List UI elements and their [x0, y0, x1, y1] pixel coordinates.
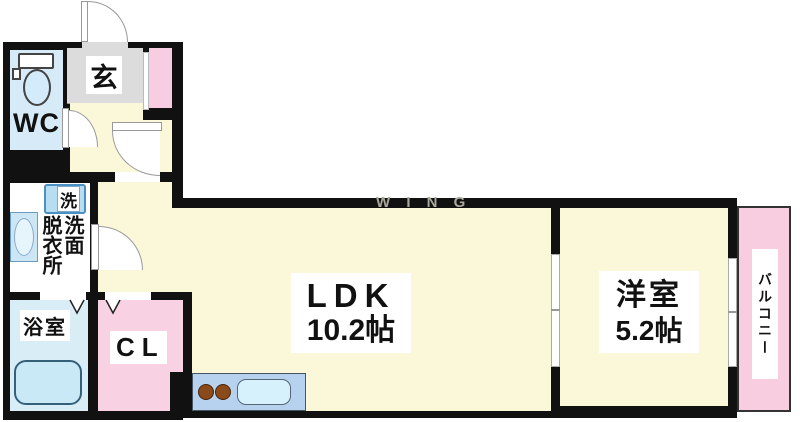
genkan-label-box: 玄 — [86, 56, 122, 94]
balcony-window-midline — [728, 311, 737, 313]
washroom-label-right-column: 洗面 — [61, 215, 83, 255]
closet-label: CL — [116, 332, 165, 362]
bathroom-label-box: 浴室 — [20, 310, 70, 341]
washroom-door-leaf — [91, 224, 99, 270]
ldk-area-label: 10.2帖 — [306, 314, 396, 347]
closet-door-opening — [105, 292, 151, 300]
shoe-cabinet — [149, 48, 172, 108]
sliding-door-western-midline — [551, 309, 560, 311]
folding-door-marker-closet — [105, 299, 121, 315]
balcony-label: バルコニー — [757, 271, 773, 357]
bathroom-label: 浴室 — [23, 317, 67, 339]
stove-burner-icon-1 — [198, 384, 214, 400]
toilet-tank-icon — [18, 53, 54, 69]
wc-door-leaf — [62, 108, 69, 148]
closet-label-box: CL — [110, 331, 167, 364]
western-room-label-box: 洋室 5.2帖 — [599, 271, 699, 353]
shoe-cabinet-door-strip — [143, 52, 149, 110]
washing-machine-label: 洗 — [60, 191, 77, 211]
washroom-label-left-column: 脱衣所 — [39, 215, 61, 275]
ldk-label: LDK — [306, 277, 396, 314]
western-room-area-label: 5.2帖 — [615, 314, 683, 346]
ldk-label-box: LDK 10.2帖 — [291, 273, 411, 353]
bathtub-icon — [14, 360, 82, 405]
hall-door-leaf — [112, 122, 162, 131]
balcony-label-box: バルコニー — [752, 249, 778, 379]
folding-door-marker-bathroom — [69, 299, 85, 315]
genkan-label: 玄 — [90, 62, 118, 93]
stove-burner-icon-2 — [215, 384, 231, 400]
entry-door-sill — [82, 42, 128, 50]
bathroom-door-opening — [40, 292, 86, 300]
kitchen-sink-icon — [237, 379, 291, 405]
wc-label: WC — [13, 108, 60, 138]
toilet-bowl-icon — [23, 69, 51, 106]
entry-door-swing-arc — [88, 1, 128, 42]
watermark: W I N G — [376, 194, 472, 211]
room-closet-lower — [98, 372, 170, 411]
hall-door-opening — [115, 172, 160, 182]
western-room-label: 洋室 — [616, 278, 682, 312]
vanity-basin-icon — [14, 218, 34, 256]
wall-closet-right — [181, 292, 192, 411]
entry-door-leaf — [81, 1, 88, 42]
corridor-floor — [98, 182, 172, 208]
washing-machine-label-box: 洗 — [57, 186, 80, 212]
toilet-handle-icon — [12, 68, 21, 80]
